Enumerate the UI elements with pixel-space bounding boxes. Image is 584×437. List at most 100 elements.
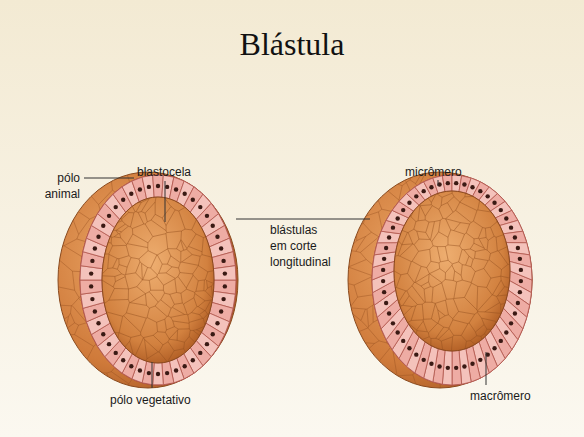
nucleus xyxy=(414,194,418,198)
nucleus xyxy=(219,246,223,250)
nucleus xyxy=(519,268,523,272)
nucleus xyxy=(215,321,219,325)
nucleus xyxy=(221,297,225,301)
nucleus xyxy=(205,214,209,218)
nucleus xyxy=(165,371,169,375)
nucleus xyxy=(391,321,395,325)
cell-layer xyxy=(372,175,532,385)
nucleus xyxy=(165,185,169,189)
nucleus xyxy=(499,208,503,212)
nucleus xyxy=(499,339,503,343)
nucleus xyxy=(429,362,433,366)
nucleus xyxy=(504,216,508,220)
nucleus xyxy=(174,187,178,191)
nucleus xyxy=(401,208,405,212)
nucleus xyxy=(395,216,399,220)
nucleus xyxy=(478,358,482,362)
leader-line xyxy=(152,362,153,388)
nucleus xyxy=(429,185,433,189)
nucleus xyxy=(182,364,186,368)
cell xyxy=(162,361,174,384)
nucleus xyxy=(384,246,388,250)
nucleus xyxy=(519,279,523,283)
nucleus xyxy=(492,346,496,350)
leader-line xyxy=(236,219,370,220)
nucleus xyxy=(462,364,466,368)
nucleus xyxy=(223,271,227,275)
nucleus xyxy=(462,182,466,186)
leader-line xyxy=(84,178,134,179)
nucleus xyxy=(205,342,209,346)
part-label: macrômero xyxy=(470,388,531,404)
nucleus xyxy=(391,225,395,229)
nucleus xyxy=(138,368,142,372)
nucleus xyxy=(504,330,508,334)
leader-line xyxy=(486,352,487,385)
part-label: blastocela xyxy=(137,164,191,180)
nucleus xyxy=(147,185,151,189)
nucleus xyxy=(96,321,100,325)
nucleus xyxy=(387,311,391,315)
nucleus xyxy=(382,257,386,261)
nucleus xyxy=(381,279,385,283)
nucleus xyxy=(492,200,496,204)
cell xyxy=(510,261,532,280)
part-label: pólo animal xyxy=(34,170,80,202)
nucleus xyxy=(129,192,133,196)
part-label: blástulas em corte longitudinal xyxy=(270,222,336,270)
surface-cells xyxy=(348,172,532,388)
nucleus xyxy=(90,259,94,263)
nucleus xyxy=(518,290,522,294)
blastocoel xyxy=(102,197,214,363)
nucleus xyxy=(395,330,399,334)
cell xyxy=(374,243,397,255)
nucleus xyxy=(89,284,93,288)
nucleus xyxy=(101,224,105,228)
nucleus xyxy=(407,346,411,350)
nucleus xyxy=(446,366,450,370)
blastula xyxy=(348,172,532,388)
nucleus xyxy=(421,189,425,193)
cell xyxy=(452,350,462,385)
nucleus xyxy=(485,194,489,198)
nucleus xyxy=(211,332,215,336)
nucleus xyxy=(114,351,118,355)
cavity-texture xyxy=(394,191,510,351)
nucleus xyxy=(129,364,133,368)
nucleus xyxy=(182,192,186,196)
nucleus xyxy=(198,205,202,209)
nucleus xyxy=(138,187,142,191)
nucleus xyxy=(96,235,100,239)
nucleus xyxy=(387,235,391,239)
nucleus xyxy=(381,268,385,272)
nucleus xyxy=(93,309,97,313)
cell-layer xyxy=(80,175,236,385)
nucleus xyxy=(198,351,202,355)
nucleus xyxy=(191,358,195,362)
nucleus xyxy=(147,371,151,375)
nucleus xyxy=(107,342,111,346)
nucleus xyxy=(513,311,517,315)
part-label: pólo vegetativo xyxy=(110,392,191,408)
nucleus xyxy=(516,301,520,305)
nucleus xyxy=(174,368,178,372)
blastocoel xyxy=(394,191,510,351)
nucleus xyxy=(215,235,219,239)
cell xyxy=(503,231,526,243)
nucleus xyxy=(509,321,513,325)
nucleus xyxy=(156,184,160,188)
nucleus xyxy=(509,225,513,229)
nucleus xyxy=(518,257,522,261)
nucleus xyxy=(114,205,118,209)
nucleus xyxy=(513,235,517,239)
nucleus xyxy=(121,358,125,362)
nucleus xyxy=(101,332,105,336)
surface-cells xyxy=(58,172,238,388)
part-label: micrômero xyxy=(405,164,462,180)
nucleus xyxy=(107,214,111,218)
nucleus xyxy=(191,197,195,201)
nucleus xyxy=(421,358,425,362)
cell xyxy=(213,266,236,280)
nucleus xyxy=(516,246,520,250)
nucleus xyxy=(446,181,450,185)
